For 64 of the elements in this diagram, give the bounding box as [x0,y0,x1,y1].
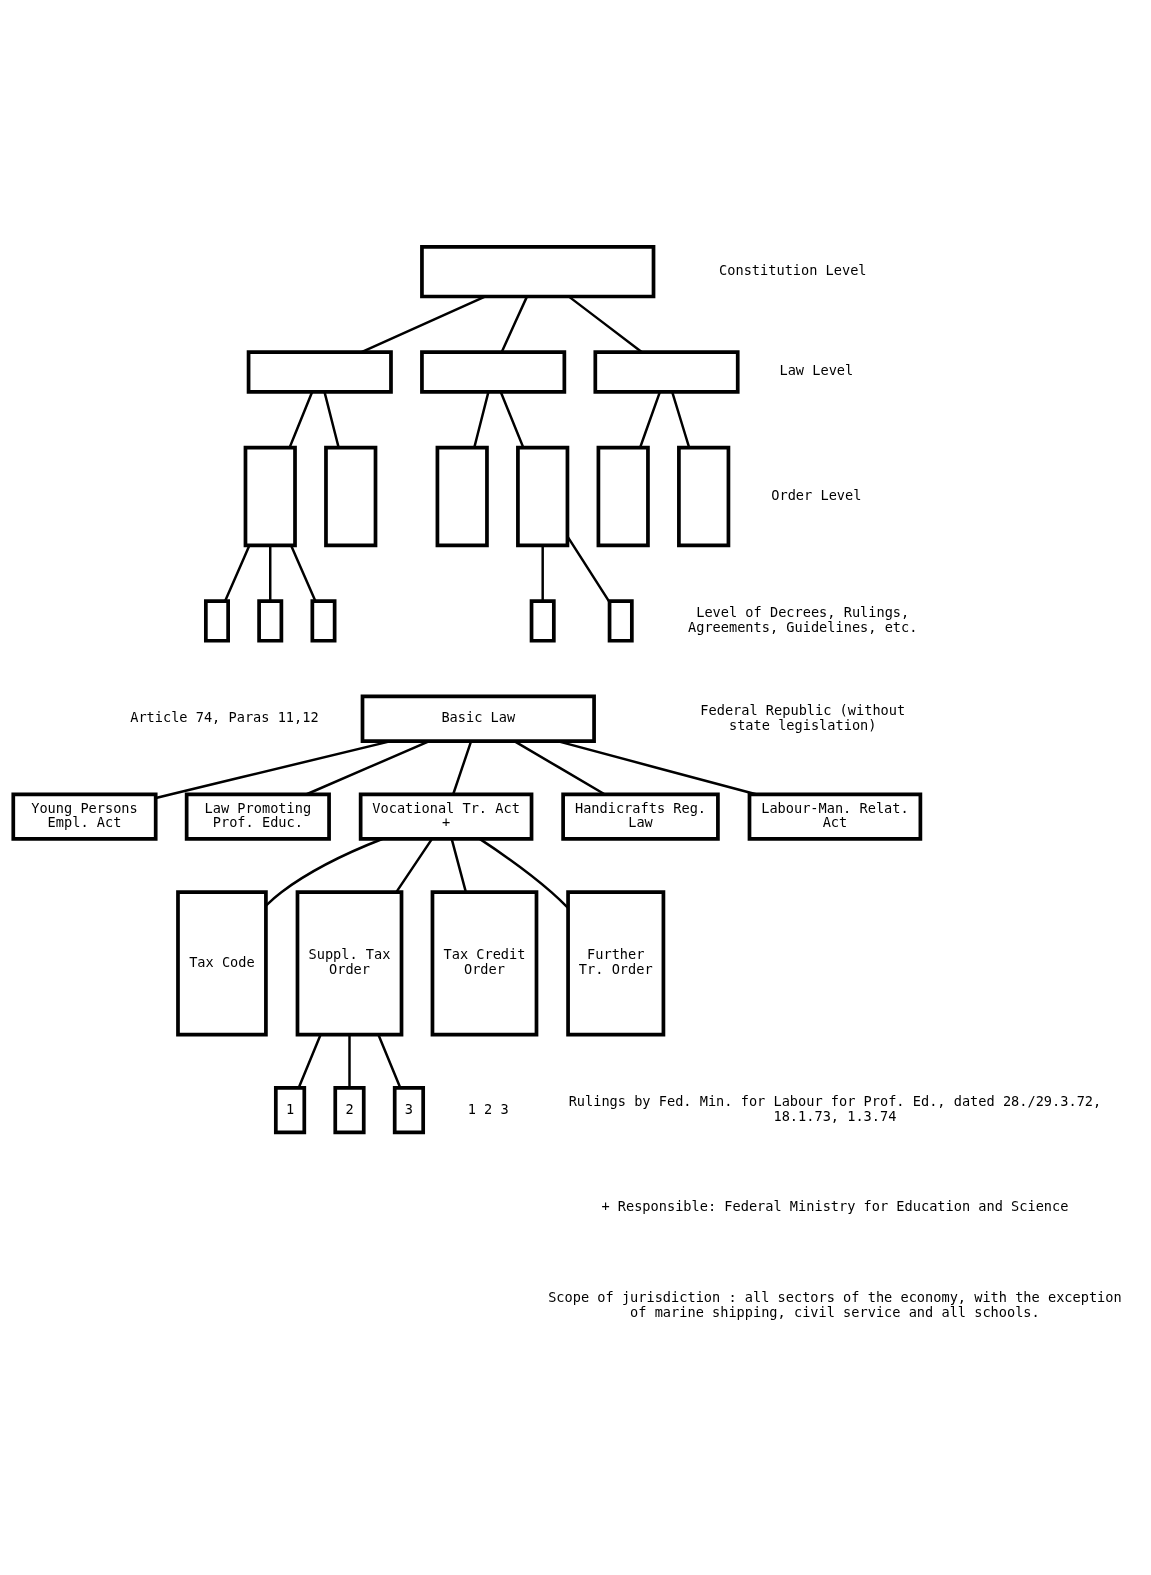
label: Law Level [779,362,854,379]
label: + Responsible: Federal Ministry for Education and Science [601,1198,1069,1215]
node-box [257,599,284,643]
connector [306,740,430,796]
node-box: Tax Code [176,890,268,1037]
node-box [593,350,740,394]
node-box [677,445,731,548]
connector [450,838,467,893]
connector [568,295,643,353]
connector [499,391,525,448]
node-label: Article 74, Paras 11,12 [130,709,319,726]
connector [290,545,317,602]
node-box [420,350,567,394]
node-box [246,350,393,394]
connector [639,391,661,448]
node-box [310,599,337,643]
node-box: Suppl. Tax Order [295,890,404,1037]
node-box: 3 [392,1085,426,1135]
label: Order Level [771,486,862,503]
connector [297,1034,322,1089]
connector [452,740,473,795]
node-box [420,245,656,299]
node-box: 2 [333,1085,366,1135]
node-box [324,445,378,548]
connector [288,391,314,448]
connector [671,391,691,448]
connector [395,838,433,893]
connector [361,295,486,354]
node-box [596,445,650,548]
connector [566,536,611,603]
connector [269,545,272,601]
label: Scope of jurisdiction : all sectors of the economy, with the exception of marine shipping, civil service and all schools. [548,1288,1122,1320]
label: Level of Decrees, Rulings, Agreements, Guidelines, etc. [688,603,918,635]
node-box: Vocational Tr. Act + [358,792,534,841]
label: Federal Republic (without state legislation) [700,701,906,733]
label: Constitution Level [719,262,867,279]
connector [348,1034,351,1088]
connector [377,1034,402,1089]
connector [265,837,383,907]
node-box: Further Tr. Order [566,890,666,1037]
node-box: Tax Credit Order [430,890,539,1037]
node-box [516,445,570,548]
label: Rulings by Fed. Min. for Labour for Prof. Ed., dated 28./29.3.72, 18.1.73, 1.3.74 [568,1093,1102,1124]
node-box: Law Promoting Prof. Educ. [184,792,331,841]
node-box: Handicrafts Reg. Law [561,792,720,841]
node-box [243,445,297,548]
connector [557,739,757,796]
node-box [607,599,634,643]
node-box: 1 [273,1085,307,1135]
connector [473,392,490,448]
node-box: Labour-Man. Relat. Act [747,792,923,841]
node-box [529,599,556,643]
connector [224,545,251,602]
connector [479,837,569,909]
node-box: Basic Law [360,694,596,743]
node-box [435,445,489,548]
connector [513,740,606,796]
connector [500,296,529,353]
connector [155,739,392,800]
node-box: Young Persons Empl. Act [11,792,158,841]
label: 1 2 3 [467,1100,509,1117]
connector [541,545,544,601]
node-box [204,599,230,643]
connector [323,392,340,448]
